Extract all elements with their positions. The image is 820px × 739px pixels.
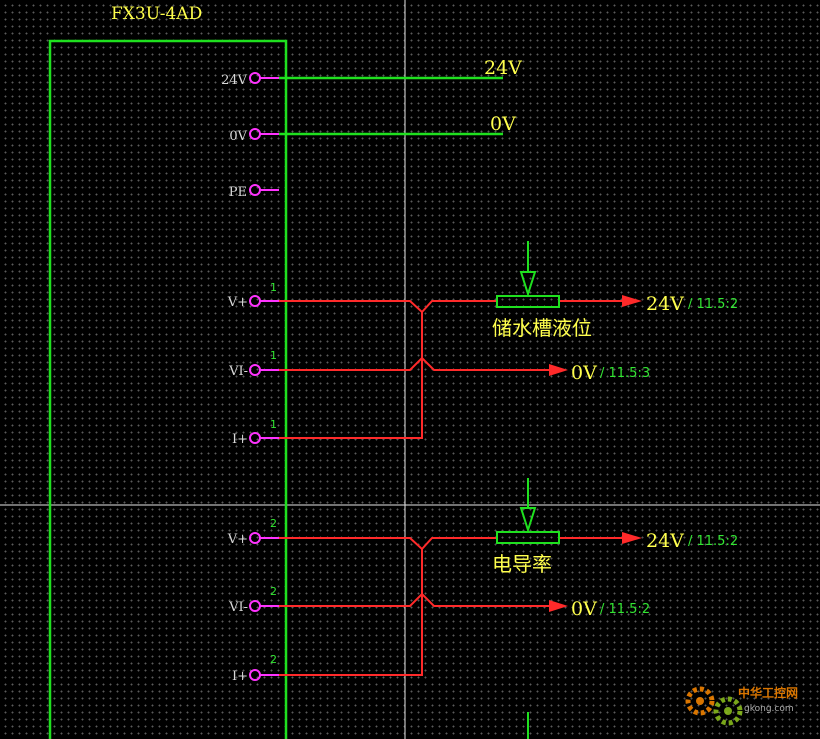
power-terminal-pe[interactable]: PE	[229, 184, 279, 200]
power-terminal-0v[interactable]: 0V 0V	[229, 113, 516, 144]
terminal-ch1-iplus[interactable]: I+ 1	[232, 418, 279, 447]
net-label: 24V	[646, 293, 684, 315]
terminal-label: VI-	[228, 364, 248, 379]
cross-reference: / 11.5:2	[688, 534, 738, 549]
gear-icon	[685, 686, 715, 716]
net-arrow-ch2-24v[interactable]: 24V / 11.5:2	[622, 530, 738, 552]
terminal-ch2-vplus[interactable]: V+ 2	[227, 517, 279, 547]
terminal-label: V+	[227, 532, 248, 547]
terminal-number: 2	[270, 517, 277, 530]
sensor-potentiometer-ch1[interactable]: 储水槽液位	[492, 241, 592, 340]
watermark-url: gkong.com	[744, 704, 794, 714]
sensor-label: 储水槽液位	[492, 316, 592, 340]
terminal-ch1-vplus[interactable]: V+ 1	[227, 281, 279, 310]
net-label: 0V	[571, 362, 597, 384]
terminal-number: 1	[270, 418, 277, 431]
sensor-label: 电导率	[492, 552, 552, 576]
terminal-label: 0V	[229, 129, 247, 144]
terminal-label: 24V	[221, 73, 248, 88]
channel-2: V+ 2 VI- 2 I+ 2 电导率	[227, 478, 738, 684]
gear-icon	[713, 696, 743, 726]
terminal-ch2-iplus[interactable]: I+ 2	[232, 653, 279, 684]
net-label-24v: 24V	[484, 57, 522, 79]
signal-wires-ch2[interactable]	[279, 537, 622, 676]
terminal-label: V+	[227, 295, 248, 310]
net-label: 0V	[571, 598, 597, 620]
net-arrow-ch1-24v[interactable]: 24V / 11.5:2	[622, 293, 738, 315]
channel-1: V+ 1 VI- 1 I+ 1 储水槽液位	[227, 241, 738, 447]
terminal-label: PE	[229, 185, 247, 200]
terminal-label: I+	[232, 669, 248, 684]
cross-reference: / 11.5:2	[600, 602, 650, 617]
net-label: 24V	[646, 530, 684, 552]
terminal-number: 1	[270, 281, 277, 294]
terminal-number: 1	[270, 349, 277, 362]
sensor-potentiometer-ch2[interactable]: 电导率	[492, 478, 560, 576]
gkong-watermark: 中华工控网 gkong.com	[685, 685, 798, 726]
terminal-number: 2	[270, 653, 277, 666]
terminal-number: 2	[270, 585, 277, 598]
cross-reference: / 11.5:2	[688, 297, 738, 312]
terminal-ch1-vi-minus[interactable]: VI- 1	[228, 349, 279, 379]
cross-reference: / 11.5:3	[600, 366, 650, 381]
terminal-label: VI-	[228, 600, 248, 615]
net-arrow-ch2-0v[interactable]: 0V / 11.5:2	[549, 598, 650, 620]
module-title: FX3U-4AD	[111, 4, 202, 24]
terminal-ch2-vi-minus[interactable]: VI- 2	[228, 585, 279, 615]
plc-module-fx3u-4ad[interactable]: FX3U-4AD	[48, 4, 288, 739]
watermark-text: 中华工控网	[738, 685, 798, 700]
power-terminal-24v[interactable]: 24V 24V	[221, 57, 522, 88]
signal-wires-ch1[interactable]	[279, 300, 622, 439]
net-label-0v: 0V	[490, 113, 516, 135]
net-arrow-ch1-0v[interactable]: 0V / 11.5:3	[549, 362, 650, 384]
terminal-label: I+	[232, 432, 248, 447]
